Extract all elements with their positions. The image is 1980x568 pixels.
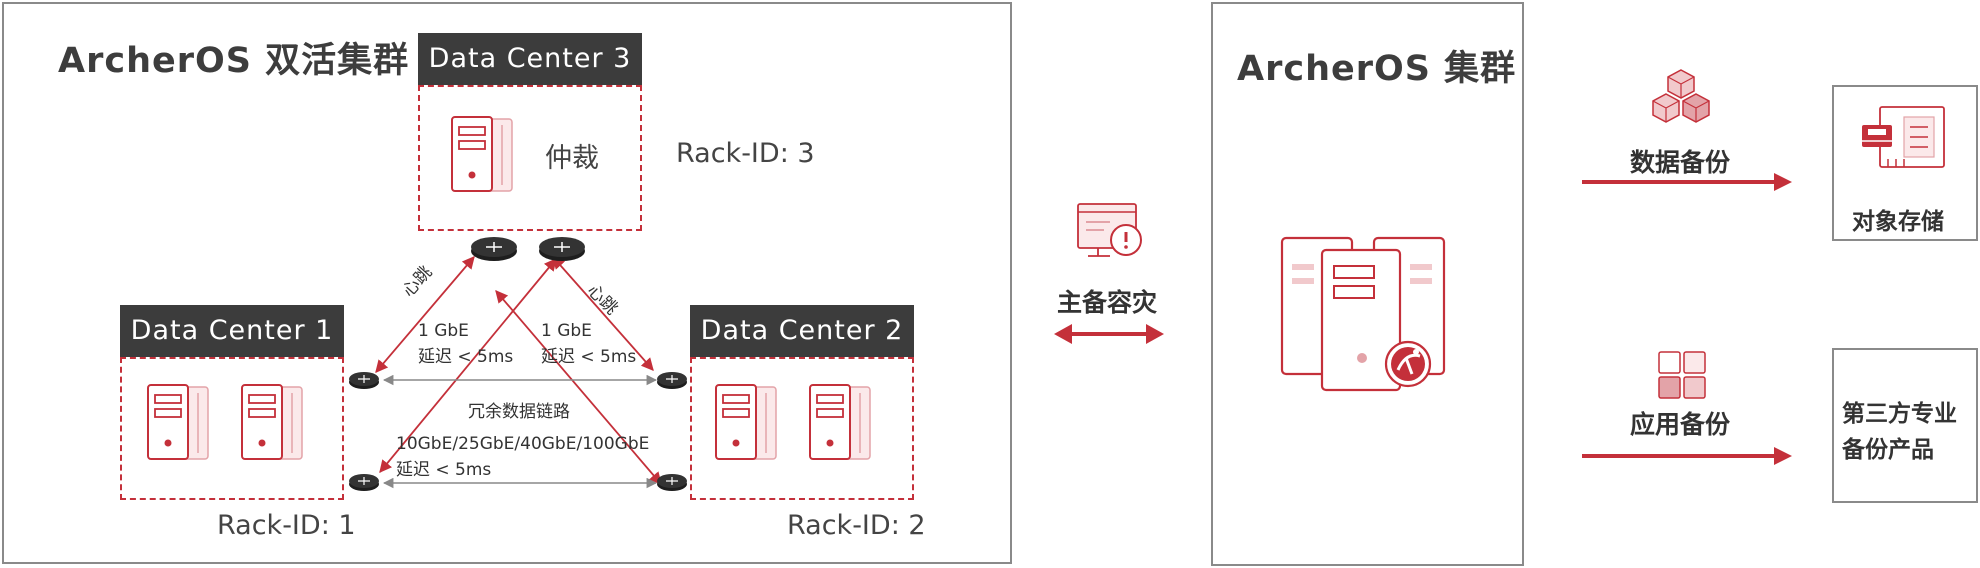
third-party-label-line2: 备份产品 — [1842, 437, 1934, 463]
dc2-zone — [690, 357, 914, 500]
cubes-icon — [1646, 66, 1716, 136]
cluster-title: ArcherOS 集群 — [1237, 49, 1517, 89]
app-grid-icon — [1657, 350, 1707, 400]
third-party-box — [1832, 348, 1978, 503]
router-icon — [656, 370, 688, 390]
alert-monitor-icon — [1074, 200, 1146, 264]
router-icon — [348, 370, 380, 390]
dc3-zone — [418, 85, 642, 231]
left-link-latency: 延迟 < 5ms — [418, 347, 514, 367]
dc2-rack-id: Rack-ID: 2 — [787, 510, 926, 541]
redundant-link-latency: 延迟 < 5ms — [396, 460, 492, 480]
left-link-speed: 1 GbE — [418, 321, 469, 341]
dc1-zone — [120, 357, 344, 500]
active-cluster-title: ArcherOS 双活集群 — [58, 41, 410, 81]
dc1-header: Data Center 1 — [120, 305, 344, 357]
object-storage-label: 对象存储 — [1852, 209, 1944, 235]
cluster-server-icon — [1278, 234, 1448, 394]
dc3-role-label: 仲裁 — [545, 143, 599, 174]
dc1-server-icon-1 — [146, 383, 212, 463]
dc1-rack-id: Rack-ID: 1 — [217, 510, 356, 541]
object-storage-icon — [1858, 103, 1948, 173]
right-link-speed: 1 GbE — [541, 321, 592, 341]
dc2-server-icon-1 — [714, 383, 780, 463]
app-backup-label: 应用备份 — [1630, 410, 1731, 439]
redundant-link-speeds: 10GbE/25GbE/40GbE/100GbE — [396, 434, 650, 454]
router-icon — [538, 235, 586, 263]
third-party-label-line1: 第三方专业 — [1842, 401, 1957, 427]
dc3-rack-id: Rack-ID: 3 — [676, 138, 815, 169]
dc2-server-icon-2 — [808, 383, 874, 463]
dr-label: 主备容灾 — [1057, 288, 1158, 317]
router-icon — [656, 472, 688, 492]
cross-link-2 — [379, 258, 557, 473]
router-icon — [348, 472, 380, 492]
right-link-latency: 延迟 < 5ms — [541, 347, 637, 367]
router-icon — [470, 235, 518, 263]
dc3-server-icon — [450, 115, 516, 195]
dc3-header: Data Center 3 — [418, 33, 642, 85]
dc2-header: Data Center 2 — [690, 305, 914, 357]
dc1-server-icon-2 — [240, 383, 306, 463]
redundant-link-title: 冗余数据链路 — [468, 402, 570, 422]
data-backup-label: 数据备份 — [1630, 148, 1731, 177]
